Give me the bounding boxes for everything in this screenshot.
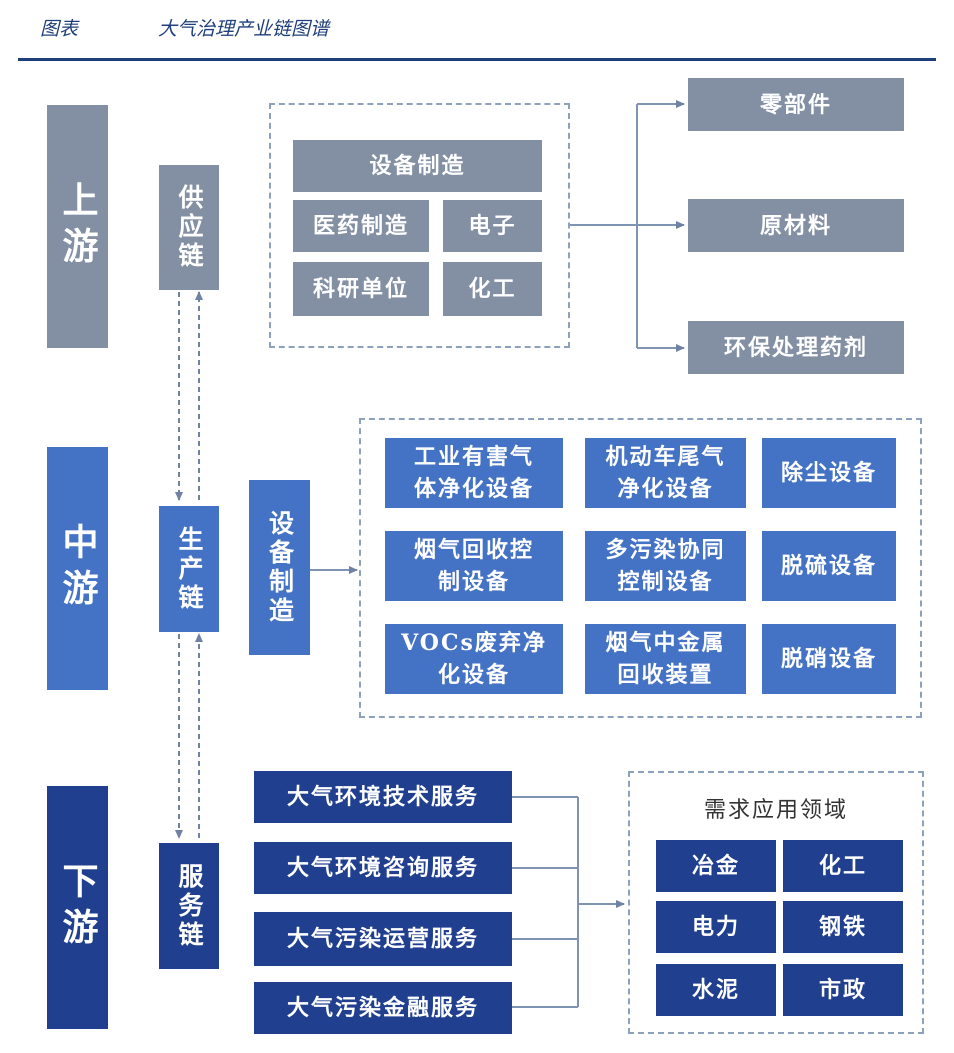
manufacturer-pharma: 医药制造 [293, 200, 429, 252]
field-power: 电力 [656, 901, 776, 953]
field-metallurgy: 冶金 [656, 840, 776, 892]
device-desulfurization: 脱硫设备 [762, 531, 896, 601]
chain-production: 生产链 [159, 506, 219, 632]
midstream-equipment-label: 设备制造 [249, 480, 310, 655]
service-technical: 大气环境技术服务 [254, 771, 512, 823]
device-vehicle-exhaust: 机动车尾气 净化设备 [585, 438, 746, 508]
field-municipal: 市政 [783, 964, 903, 1016]
output-components: 零部件 [688, 78, 904, 131]
stage-upstream: 上游 [47, 105, 108, 348]
midstream-devices-group [359, 418, 922, 718]
equipment-manufacturing-header: 设备制造 [293, 140, 542, 192]
manufacturer-electronics: 电子 [443, 200, 542, 252]
device-industrial-gas: 工业有害气 体净化设备 [385, 438, 563, 508]
service-finance: 大气污染金融服务 [254, 982, 512, 1034]
chain-supply: 供应链 [159, 165, 219, 290]
manufacturer-chemical: 化工 [443, 262, 542, 316]
stage-downstream: 下游 [47, 786, 108, 1029]
device-multi-pollutant: 多污染协同 控制设备 [585, 531, 746, 601]
device-denitrification: 脱硝设备 [762, 624, 896, 694]
upstream-manufacturers-group [269, 103, 570, 348]
stage-midstream: 中游 [47, 447, 108, 690]
field-chemical: 化工 [783, 840, 903, 892]
device-flue-gas-recovery: 烟气回收控 制设备 [385, 531, 563, 601]
service-consulting: 大气环境咨询服务 [254, 842, 512, 894]
figure-tag: 图表 [40, 18, 79, 40]
service-operation: 大气污染运营服务 [254, 912, 512, 966]
header-rule [18, 58, 936, 61]
device-vocs: VOCs废弃净 化设备 [385, 624, 563, 694]
device-metal-recovery: 烟气中金属 回收装置 [585, 624, 746, 694]
demand-fields-group [628, 771, 924, 1034]
field-steel: 钢铁 [783, 901, 903, 953]
figure-title: 大气治理产业链图谱 [158, 18, 330, 40]
output-raw-materials: 原材料 [688, 199, 904, 252]
field-cement: 水泥 [656, 964, 776, 1016]
output-env-agents: 环保处理药剂 [688, 321, 904, 374]
demand-title: 需求应用领域 [703, 798, 848, 823]
manufacturer-research: 科研单位 [293, 262, 429, 316]
device-dust-removal: 除尘设备 [762, 438, 896, 508]
chain-service: 服务链 [159, 843, 219, 969]
